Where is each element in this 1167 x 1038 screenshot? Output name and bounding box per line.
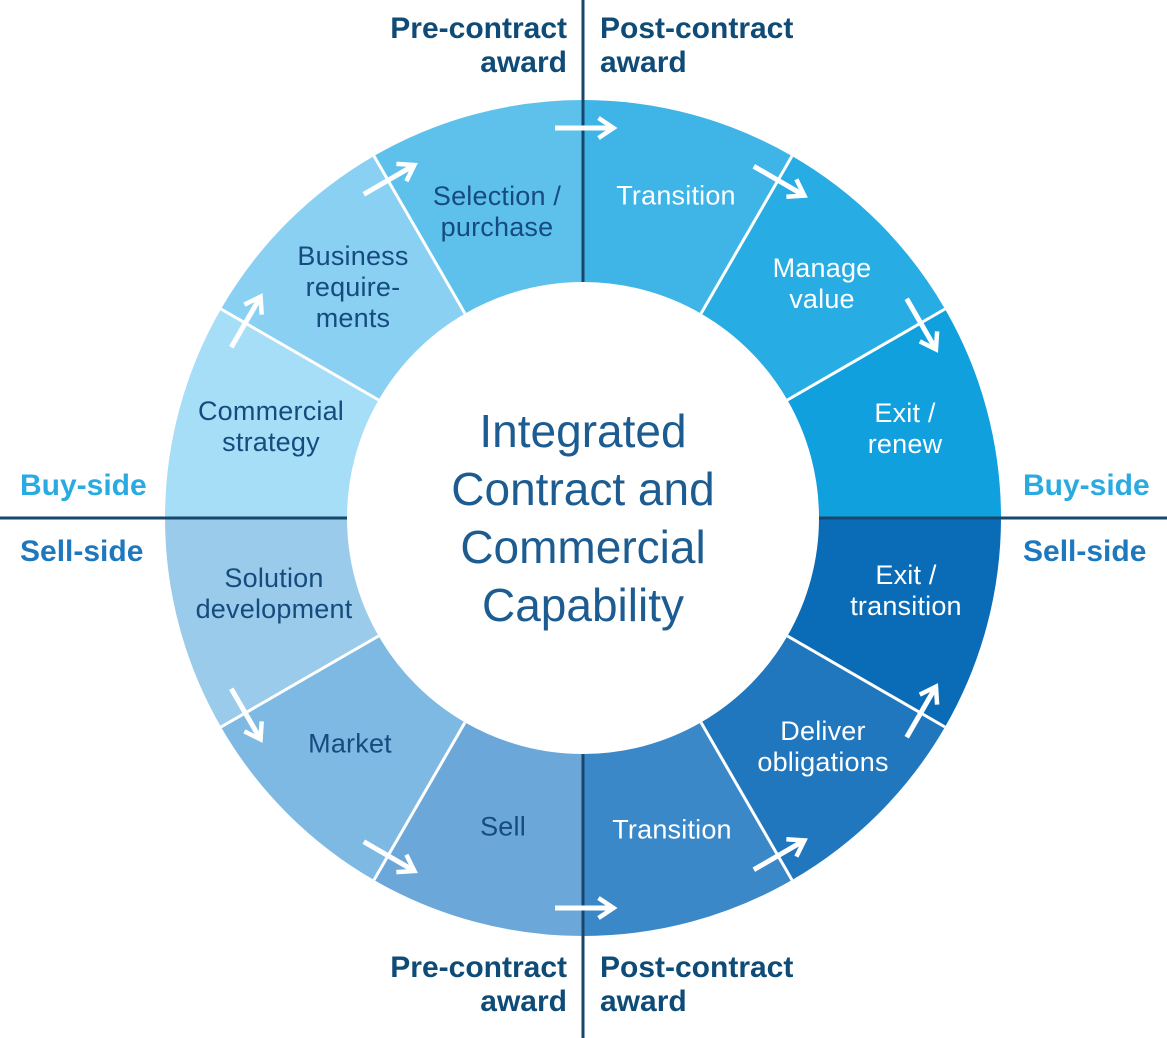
segment-exit-transition	[787, 518, 1001, 727]
diagram-title: Integrated Contract and Commercial Capab…	[451, 405, 715, 631]
label-sell-side-left: Sell-side	[20, 535, 144, 568]
segment-label-exit-transition: Exit / transition	[850, 560, 962, 621]
segment-label-business-requirements: Business require- ments	[297, 240, 409, 333]
flow-arrows	[229, 116, 940, 920]
segment-label-transition-buy: Transition	[616, 180, 736, 211]
label-sell-side-right: Sell-side	[1023, 535, 1147, 568]
ring-segments	[165, 100, 1001, 936]
label-post-contract-award-bottom: Post-contract award	[600, 951, 794, 1018]
segment-market	[221, 636, 465, 880]
segment-label-deliver-obligations: Deliver obligations	[757, 716, 889, 777]
segment-solution-development	[165, 518, 379, 727]
flow-arrow-icon	[229, 293, 264, 349]
flow-arrow-icon	[752, 837, 808, 872]
segment-label-sell: Sell	[480, 811, 526, 842]
flow-arrow-icon	[362, 161, 418, 197]
segment-business-requirements	[221, 156, 465, 400]
segment-label-solution-development: Solution development	[195, 563, 353, 624]
label-buy-side-left: Buy-side	[20, 469, 147, 502]
segment-label-exit-renew: Exit / renew	[867, 398, 943, 459]
segment-transition-buy	[583, 100, 792, 314]
flow-arrow-icon	[229, 687, 264, 743]
flow-arrow-icon	[904, 683, 940, 739]
label-post-contract-award-top: Post-contract award	[600, 12, 794, 79]
label-pre-contract-award-top: Pre-contract award	[390, 12, 567, 79]
label-pre-contract-award-bottom: Pre-contract award	[390, 951, 567, 1018]
segment-deliver-obligations	[701, 636, 945, 880]
segment-label-market: Market	[308, 728, 392, 759]
flow-arrow-icon	[752, 164, 808, 199]
flow-arrow-icon	[904, 297, 940, 353]
segment-label-selection-purchase: Selection / purchase	[432, 181, 562, 242]
segment-selection-purchase	[374, 100, 583, 314]
segment-commercial-strategy	[165, 309, 379, 518]
segment-label-commercial-strategy: Commercial strategy	[197, 396, 345, 457]
segment-manage-value	[701, 156, 945, 400]
label-buy-side-right: Buy-side	[1023, 469, 1150, 502]
flow-arrow-icon	[362, 839, 418, 875]
segment-transition-sell	[583, 722, 792, 936]
segment-label-transition-sell: Transition	[612, 814, 732, 845]
segment-sell	[374, 722, 583, 936]
segment-exit-renew	[787, 309, 1001, 518]
segment-label-manage-value: Manage value	[772, 253, 872, 314]
